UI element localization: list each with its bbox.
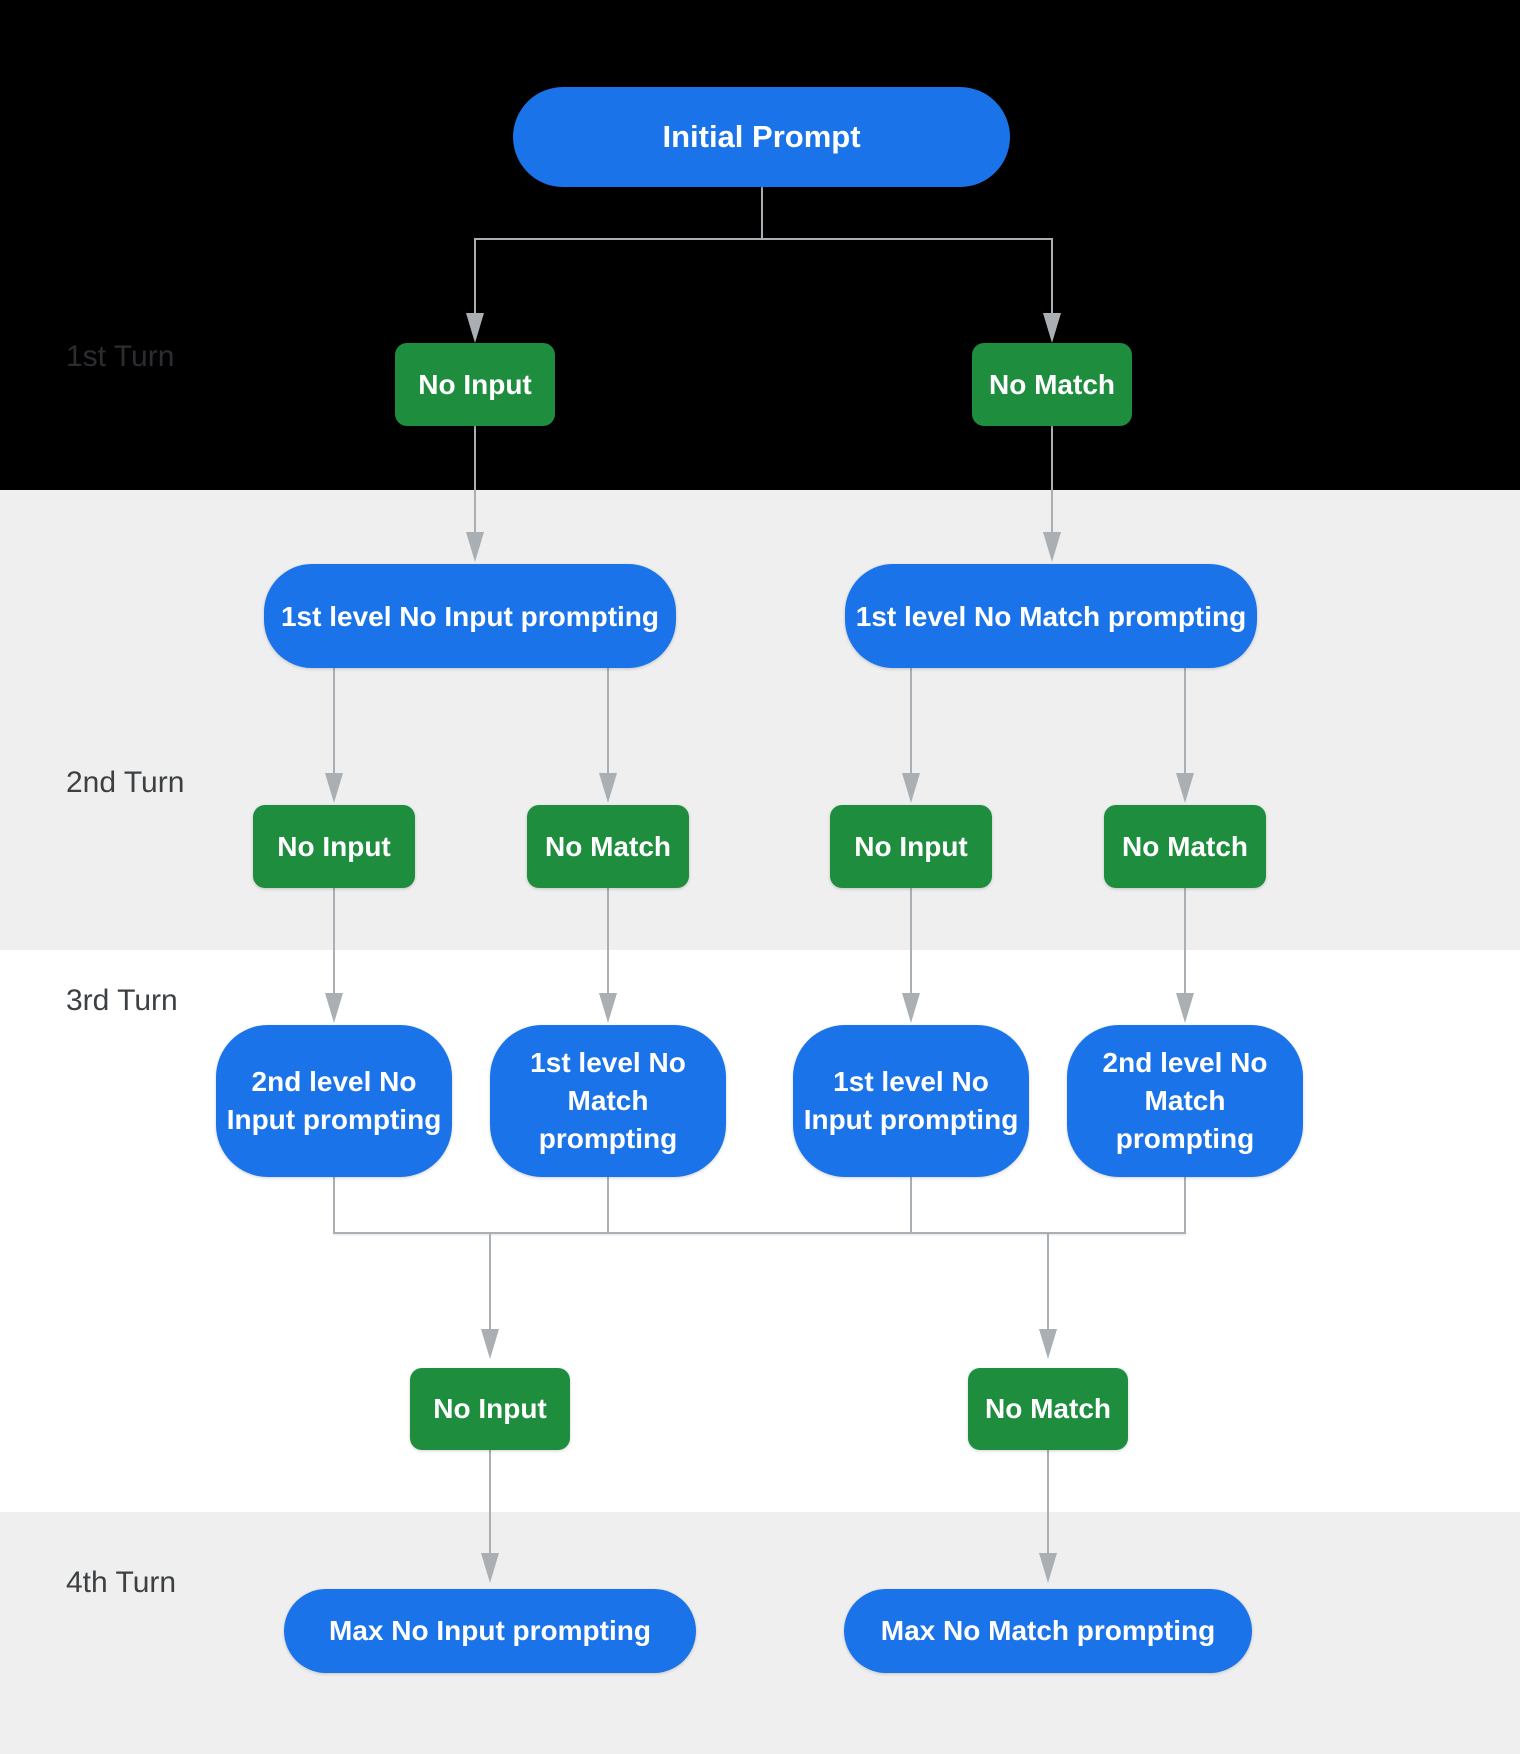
band-turn-3 (0, 950, 1520, 1512)
node-2nd-level-no-match-prompting: 2nd level No Match prompting (1067, 1025, 1303, 1177)
node-turn3-no-input: No Input (410, 1368, 570, 1450)
connector-line (1184, 1177, 1186, 1234)
arrowhead-icon (1039, 1553, 1057, 1583)
node-initial-prompt: Initial Prompt (513, 87, 1010, 187)
node-1st-level-no-input-prompting: 1st level No Input prompting (264, 564, 676, 668)
turn-label-1st: 1st Turn (66, 340, 175, 373)
node-1st-level-no-match-prompting: 1st level No Match prompting (845, 564, 1257, 668)
node-turn2-no-input-b: No Input (830, 805, 992, 888)
connector-line (474, 238, 1053, 240)
connector-line (333, 888, 335, 993)
node-turn1-no-input: No Input (395, 343, 555, 426)
node-1st-level-no-match-prompting-2: 1st level No Match prompting (490, 1025, 726, 1177)
arrowhead-icon (481, 1553, 499, 1583)
arrowhead-icon (902, 993, 920, 1023)
arrowhead-icon (466, 532, 484, 562)
arrowhead-icon (1039, 1329, 1057, 1359)
arrowhead-icon (599, 773, 617, 803)
connector-line (607, 668, 609, 773)
arrowhead-icon (1176, 993, 1194, 1023)
connector-line (910, 1177, 912, 1234)
connector-line (607, 1177, 609, 1234)
connector-line (910, 888, 912, 993)
connector-line (1184, 668, 1186, 773)
arrowhead-icon (325, 993, 343, 1023)
connector-line (333, 668, 335, 773)
node-turn2-no-match-b: No Match (1104, 805, 1266, 888)
connector-line (333, 1177, 335, 1234)
node-turn2-no-match-a: No Match (527, 805, 689, 888)
arrowhead-icon (1043, 532, 1061, 562)
connector-line (1051, 238, 1053, 314)
connector-line (607, 888, 609, 993)
node-max-no-input-prompting: Max No Input prompting (284, 1589, 696, 1673)
band-turn-1 (0, 0, 1520, 490)
turn-label-4th: 4th Turn (66, 1566, 177, 1599)
connector-line (1184, 888, 1186, 993)
connector-line (761, 187, 763, 239)
node-2nd-level-no-input-prompting: 2nd level No Input prompting (216, 1025, 452, 1177)
turn-label-2nd: 2nd Turn (66, 766, 185, 799)
node-turn3-no-match: No Match (968, 1368, 1128, 1450)
connector-line (1047, 1232, 1049, 1329)
arrowhead-icon (466, 313, 484, 343)
turn-label-3rd: 3rd Turn (66, 984, 178, 1017)
band-turn-2 (0, 490, 1520, 950)
connector-line (474, 426, 476, 532)
node-turn2-no-input-a: No Input (253, 805, 415, 888)
connector-line (333, 1232, 1186, 1234)
arrowhead-icon (1043, 313, 1061, 343)
connector-line (489, 1450, 491, 1553)
node-turn1-no-match: No Match (972, 343, 1132, 426)
arrowhead-icon (599, 993, 617, 1023)
connector-line (489, 1232, 491, 1329)
band-turn-4 (0, 1512, 1520, 1754)
arrowhead-icon (1176, 773, 1194, 803)
node-1st-level-no-input-prompting-2: 1st level No Input prompting (793, 1025, 1029, 1177)
connector-line (910, 668, 912, 773)
connector-line (1047, 1450, 1049, 1553)
arrowhead-icon (481, 1329, 499, 1359)
node-max-no-match-prompting: Max No Match prompting (844, 1589, 1252, 1673)
connector-line (1051, 426, 1053, 532)
connector-line (474, 238, 476, 314)
arrowhead-icon (325, 773, 343, 803)
arrowhead-icon (902, 773, 920, 803)
